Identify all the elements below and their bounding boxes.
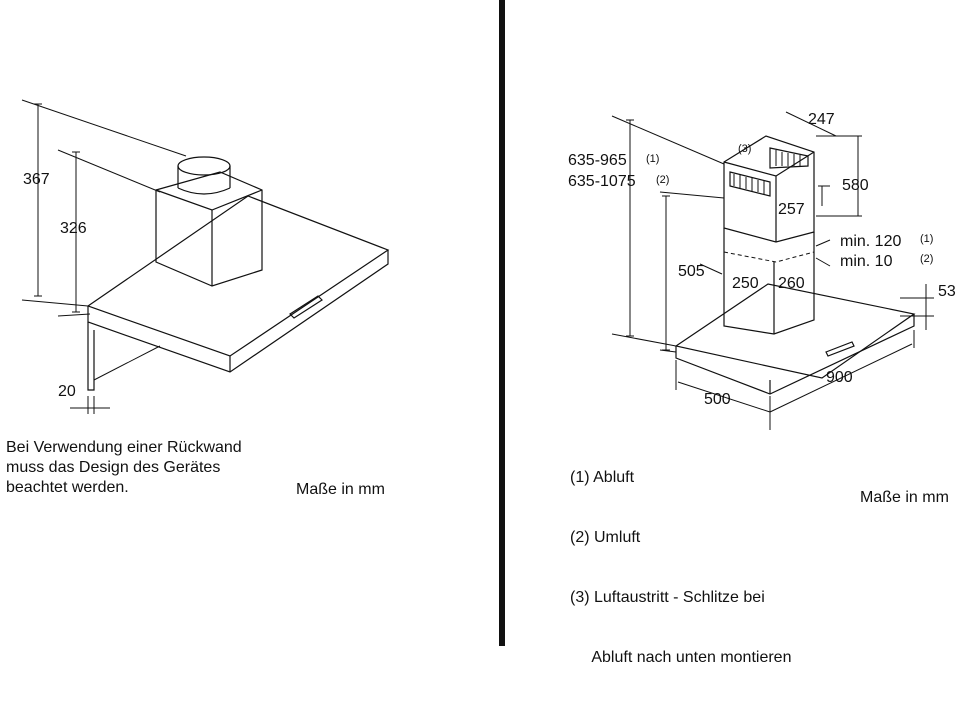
dim-635-1075: 635-1075 <box>568 173 636 190</box>
dim-min-120: min. 120 <box>840 233 901 250</box>
technical-drawing: 367 326 20 <box>21 99 956 430</box>
dim-326: 326 <box>60 220 87 237</box>
dim-260: 260 <box>778 275 805 292</box>
legend-line-3: (3) Luftaustritt - Schlitze bei <box>570 589 765 606</box>
dim-500: 500 <box>704 391 731 408</box>
dim-20: 20 <box>58 383 76 400</box>
panel-divider <box>499 0 505 646</box>
note-line-1: Bei Verwendung einer Rückwand <box>6 439 242 456</box>
dim-53: 53 <box>938 283 956 300</box>
dim-580: 580 <box>842 177 869 194</box>
ref-1-a: (1) <box>646 153 659 165</box>
note-line-2: muss das Design des Gerätes <box>6 459 221 476</box>
right-air-slots <box>769 147 809 169</box>
ref-3: (3) <box>738 143 751 155</box>
ref-2-b: (2) <box>920 253 933 265</box>
ref-1-b: (1) <box>920 233 933 245</box>
left-air-slots <box>729 171 771 197</box>
right-units-label: Maße in mm <box>860 489 949 506</box>
dim-min-10: min. 10 <box>840 253 893 270</box>
dim-367: 367 <box>23 171 50 188</box>
dim-257: 257 <box>778 201 805 218</box>
dim-900: 900 <box>826 369 853 386</box>
right-hood-drawing: 635-965 (1) 635-1075 (2) 505 580 247 257… <box>568 111 956 430</box>
left-units-label: Maße in mm <box>296 481 385 498</box>
left-note: Bei Verwendung einer Rückwand muss das D… <box>6 438 242 498</box>
ref-2-a: (2) <box>656 174 669 186</box>
legend-line-2: (2) Umluft <box>570 529 641 546</box>
note-line-3: beachtet werden. <box>6 479 129 496</box>
dim-247: 247 <box>808 111 835 128</box>
dim-635-965: 635-965 <box>568 152 627 169</box>
legend-line-1: (1) Abluft <box>570 469 635 486</box>
legend-line-4: Abluft nach unten montieren <box>570 649 792 666</box>
drawing-page: 367 326 20 <box>6 0 956 666</box>
right-legend: (1) Abluft (2) Umluft (3) Luftaustritt -… <box>570 428 791 708</box>
dim-250: 250 <box>732 275 759 292</box>
left-hood-drawing: 367 326 20 <box>21 99 390 414</box>
dim-505: 505 <box>678 263 705 280</box>
